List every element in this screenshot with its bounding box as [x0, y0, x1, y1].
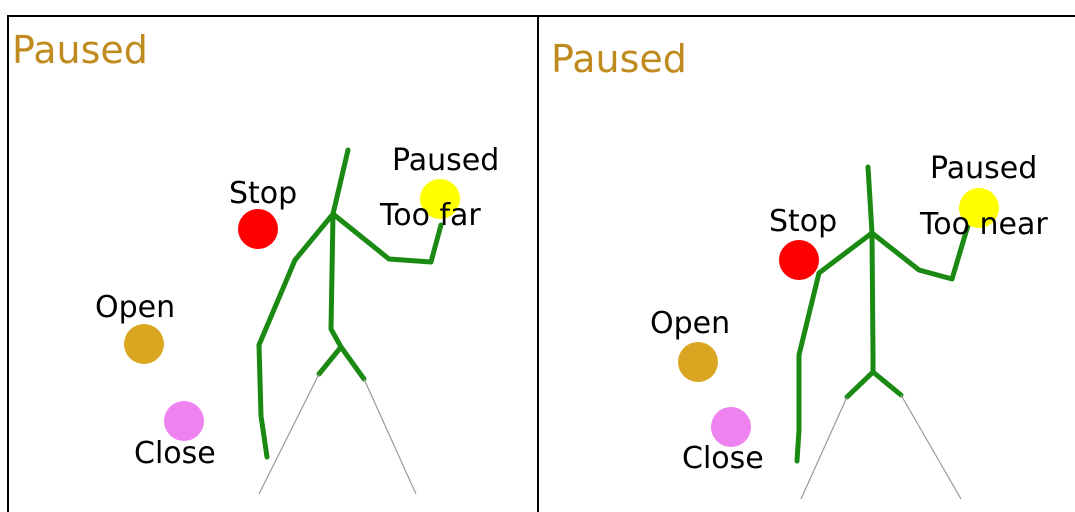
skeleton-view-right: Paused Stop Paused Too near Open Close [539, 15, 1075, 512]
left-arm [256, 211, 336, 460]
hips [316, 344, 367, 382]
spine [328, 147, 351, 350]
close-label: Close [682, 441, 764, 476]
stop-target[interactable] [238, 209, 278, 249]
left-leg [800, 396, 848, 500]
right-leg [363, 378, 417, 495]
close-label: Close [134, 436, 216, 471]
pause-label: Paused [930, 151, 1038, 186]
distance-label: Too near [920, 207, 1048, 242]
spine [865, 164, 876, 375]
close-target[interactable] [711, 407, 751, 447]
right-arm [869, 219, 972, 282]
skeleton-view-left: Paused Stop Paused Too far Open Close [7, 15, 539, 512]
open-target[interactable] [678, 342, 718, 382]
left-leg [258, 373, 320, 495]
skeleton-figure [256, 147, 444, 495]
hips [844, 369, 904, 400]
pause-label: Paused [392, 143, 500, 178]
open-label: Open [650, 306, 731, 341]
pause-target[interactable] [420, 179, 460, 219]
left-arm [794, 230, 875, 464]
distance-label: Too far [380, 198, 481, 233]
open-target[interactable] [124, 324, 164, 364]
stop-label: Stop [229, 176, 298, 211]
right-arm [330, 211, 444, 265]
status-text: Paused [12, 28, 148, 72]
stop-label: Stop [769, 204, 838, 239]
open-label: Open [95, 290, 176, 325]
pause-target[interactable] [959, 188, 999, 228]
skeleton-figure [794, 164, 972, 500]
stop-target[interactable] [779, 240, 819, 280]
status-text: Paused [551, 37, 687, 81]
close-target[interactable] [164, 401, 204, 441]
right-leg [900, 394, 962, 500]
